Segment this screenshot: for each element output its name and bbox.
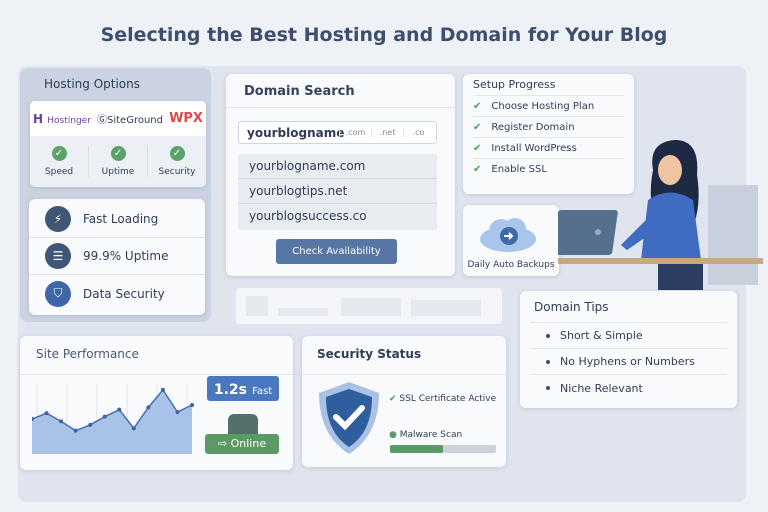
malware-scan-label: ● Malware Scan (389, 430, 463, 440)
performance-chart (32, 384, 194, 454)
check-icon: ✔ (473, 100, 482, 112)
page-title: Selecting the Best Hosting and Domain fo… (100, 24, 668, 46)
check-icon: ✔ (473, 121, 482, 133)
tip-item: Niche Relevant (530, 375, 727, 401)
domain-result[interactable]: yourblogname.com (238, 154, 437, 179)
data-point (44, 411, 49, 416)
data-point (32, 417, 34, 421)
performance-title: Site Performance (36, 347, 139, 361)
setup-step: ✔Register Domain (473, 117, 624, 138)
list-icon: ☰ (45, 243, 71, 269)
shield-check-icon (319, 382, 379, 454)
server-icon (228, 414, 258, 436)
person-laptop-illustration (558, 140, 763, 290)
feature-uptime: ☰99.9% Uptime (29, 238, 205, 275)
setup-step: ✔Install WordPress (473, 138, 624, 159)
data-point (146, 405, 151, 410)
data-point (117, 407, 122, 412)
setup-step: ✔Enable SSL (473, 164, 547, 175)
cloud-backup-icon (480, 218, 536, 252)
domain-tips-card: Domain Tips Short & Simple No Hyphens or… (520, 291, 737, 408)
data-point (175, 410, 180, 414)
check-icon: ✓ (169, 146, 185, 161)
domain-search-title: Domain Search (244, 84, 355, 99)
setup-step: ✔Choose Hosting Plan (473, 96, 624, 117)
shield-icon: ⛉ (45, 280, 71, 307)
criterion-speed: ✓Speed (30, 146, 89, 177)
setup-progress-card: Setup Progress ✔Choose Hosting Plan ✔Reg… (463, 74, 634, 194)
ext-net[interactable]: .net (371, 128, 403, 137)
data-point (59, 419, 64, 424)
performance-line (32, 388, 193, 432)
hostinger-logo[interactable]: H Hostinger (33, 111, 91, 126)
hosting-features-card: ⚡Fast Loading ☰99.9% Uptime ⛉Data Securi… (29, 199, 205, 315)
check-availability-button[interactable]: Check Availability (276, 239, 397, 264)
malware-scan-progress (390, 445, 496, 453)
tip-item: No Hyphens or Numbers (530, 349, 727, 375)
ext-com[interactable]: .com (339, 128, 371, 137)
feature-fast-loading: ⚡Fast Loading (29, 201, 205, 238)
hosting-title: Hosting Options (44, 77, 140, 91)
data-point (131, 426, 136, 431)
hosting-logos-card: H Hostinger ⒼSiteGround WPX ✓Speed ✓Upti… (30, 101, 206, 187)
placeholder-toolbar (236, 288, 502, 324)
check-icon: ✔ (473, 164, 482, 175)
data-point (160, 387, 165, 392)
backup-label: Daily Auto Backups (467, 260, 555, 270)
tip-item: Short & Simple (530, 323, 727, 349)
siteground-logo[interactable]: ⒼSiteGround (97, 115, 163, 126)
speed-badge: 1.2s Fast (207, 376, 279, 401)
criterion-security: ✓Security (158, 146, 196, 177)
check-icon: ✓ (51, 146, 67, 161)
lightning-icon: ⚡ (45, 206, 71, 232)
domain-search-input[interactable]: yourblogname .com .net .co (238, 121, 437, 144)
domain-result[interactable]: yourblogtips.net (238, 179, 437, 204)
data-point (73, 428, 78, 433)
performance-area (32, 389, 192, 454)
security-title: Security Status (317, 347, 422, 361)
daily-backups-card: Daily Auto Backups (463, 205, 559, 276)
domain-result[interactable]: yourblogsuccess.co (249, 209, 367, 223)
data-point (88, 422, 93, 427)
check-icon: ✔ (473, 142, 482, 154)
feature-data-security: ⛉Data Security (29, 275, 205, 312)
online-status-badge: ⇨ Online (205, 434, 279, 454)
data-point (190, 403, 194, 407)
security-status-card: Security Status ✔ SSL Certificate Active… (302, 336, 506, 467)
ssl-status: ✔ SSL Certificate Active (389, 394, 497, 404)
data-point (102, 414, 107, 419)
check-icon: ✓ (110, 146, 126, 161)
domain-search-card: Domain Search yourblogname .com .net .co… (226, 74, 455, 276)
domain-results-list: yourblogname.com yourblogtips.net yourbl… (238, 154, 437, 230)
ext-co[interactable]: .co (403, 128, 433, 137)
site-performance-card: Site Performance 1.2s Fast ⇨ Online (20, 336, 293, 470)
criterion-uptime: ✓Uptime (89, 146, 148, 177)
setup-title: Setup Progress (473, 74, 624, 96)
wpx-logo[interactable]: WPX (169, 111, 203, 126)
tips-title: Domain Tips (530, 291, 727, 323)
